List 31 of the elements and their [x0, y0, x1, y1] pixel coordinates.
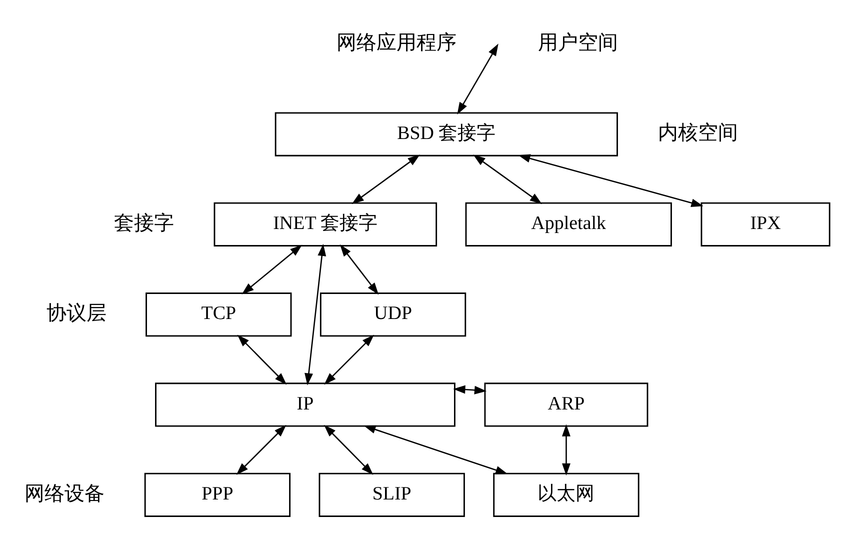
label: 协议层 — [46, 302, 106, 324]
label: 内核空间 — [658, 122, 738, 144]
arrow — [304, 243, 326, 385]
label: 网络设备 — [24, 482, 104, 504]
node-box: UDP — [320, 292, 466, 336]
arrow — [562, 424, 570, 475]
node-box: 以太网 — [493, 472, 640, 516]
node-box: IP — [155, 382, 456, 426]
arrow — [518, 154, 704, 206]
label: 套接字 — [114, 212, 174, 234]
node-box: ARP — [484, 382, 648, 426]
node-box: INET 套接字 — [214, 202, 438, 246]
arrow — [364, 424, 508, 474]
node-box: BSD 套接字 — [274, 112, 618, 156]
arrow — [324, 424, 374, 474]
node-box: TCP — [146, 292, 292, 336]
arrow — [242, 244, 302, 294]
arrow — [237, 334, 287, 384]
node-box: PPP — [144, 472, 291, 516]
arrow — [457, 43, 498, 114]
label: 网络应用程序 — [336, 31, 457, 54]
arrow — [473, 154, 542, 204]
label: 用户空间 — [538, 31, 618, 54]
arrow — [340, 244, 379, 294]
node-box: Appletalk — [465, 202, 672, 246]
arrow — [352, 154, 420, 204]
arrow — [453, 384, 487, 394]
node-box: SLIP — [318, 472, 465, 516]
node-box: IPX — [700, 202, 830, 246]
arrow — [236, 424, 286, 474]
arrow — [324, 334, 374, 384]
